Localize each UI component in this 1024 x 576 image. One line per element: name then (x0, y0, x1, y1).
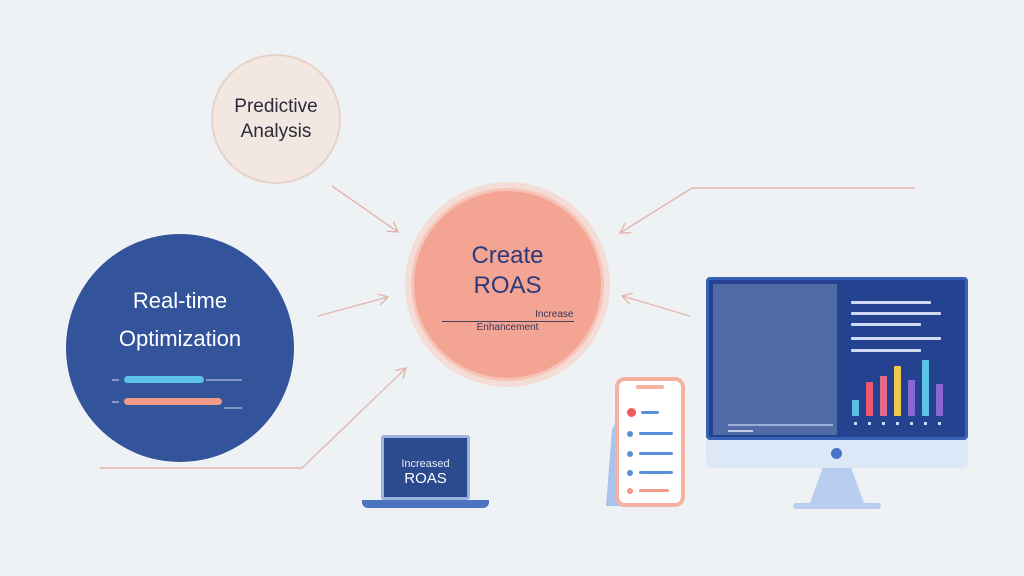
node-center-small2: Enhancement (476, 322, 539, 333)
check-icon (627, 451, 633, 457)
panel-line (728, 424, 833, 426)
list-item (639, 489, 669, 492)
axis-tick (882, 422, 885, 425)
monitor-foot (793, 503, 881, 509)
axis-tick (868, 422, 871, 425)
node-create-roas: Create ROAS Increase Enhancement (411, 188, 604, 381)
chart-bar (908, 380, 915, 416)
bullet-icon (112, 401, 119, 403)
progress-track (206, 379, 242, 381)
arrow-topright-to-center (620, 187, 915, 233)
arrow-realtime-to-center (317, 297, 388, 317)
progress-track (224, 407, 242, 409)
list-item (639, 452, 673, 455)
chart-bar (880, 376, 887, 416)
laptop-line1: Increased (401, 458, 450, 470)
node-predictive-line1: Predictive (234, 96, 318, 117)
check-icon (627, 470, 633, 476)
node-realtime-optimization: Real-time Optimization (66, 234, 294, 462)
panel-line (728, 430, 753, 432)
axis-tick (938, 422, 941, 425)
node-realtime-line1: Real-time (132, 288, 228, 313)
chart-bar (852, 400, 859, 416)
list-item (639, 471, 673, 474)
text-line (851, 312, 941, 315)
axis-tick (924, 422, 927, 425)
chart-bar (894, 366, 901, 416)
list-item (641, 411, 659, 414)
phone-notch (636, 385, 664, 389)
chart-bar (866, 382, 873, 416)
axis-tick (854, 422, 857, 425)
check-icon (627, 431, 633, 437)
text-line (851, 349, 921, 352)
arrow-predictive-to-center (331, 185, 398, 232)
phone-device (615, 377, 685, 507)
bullet-icon (112, 379, 119, 381)
arrow-bottom-to-center (100, 368, 406, 469)
laptop-screen: Increased ROAS (381, 435, 470, 500)
monitor-left-panel (713, 284, 837, 435)
check-icon (627, 488, 633, 494)
laptop-base (362, 500, 489, 508)
text-line (851, 301, 931, 304)
list-item (639, 432, 673, 435)
progress-bar-salmon (124, 398, 222, 405)
axis-tick (910, 422, 913, 425)
text-line (851, 323, 921, 326)
text-line (851, 337, 941, 340)
laptop-line2: ROAS (404, 470, 447, 487)
node-predictive-line2: Analysis (240, 121, 312, 142)
arrow-monitor-to-center (622, 296, 691, 317)
alert-icon (627, 408, 636, 417)
progress-bar-cyan (124, 376, 204, 383)
monitor-screen (706, 277, 968, 440)
chart-bar (922, 360, 929, 416)
node-center-small1: Increase (441, 309, 574, 322)
node-predictive-analysis: Predictive Analysis (211, 54, 341, 184)
node-realtime-line2: Optimization (118, 326, 242, 351)
node-center-line2: ROAS (473, 272, 542, 299)
axis-tick (896, 422, 899, 425)
monitor-camera-icon (831, 448, 842, 459)
chart-bar (936, 384, 943, 416)
node-center-line1: Create (471, 242, 544, 269)
